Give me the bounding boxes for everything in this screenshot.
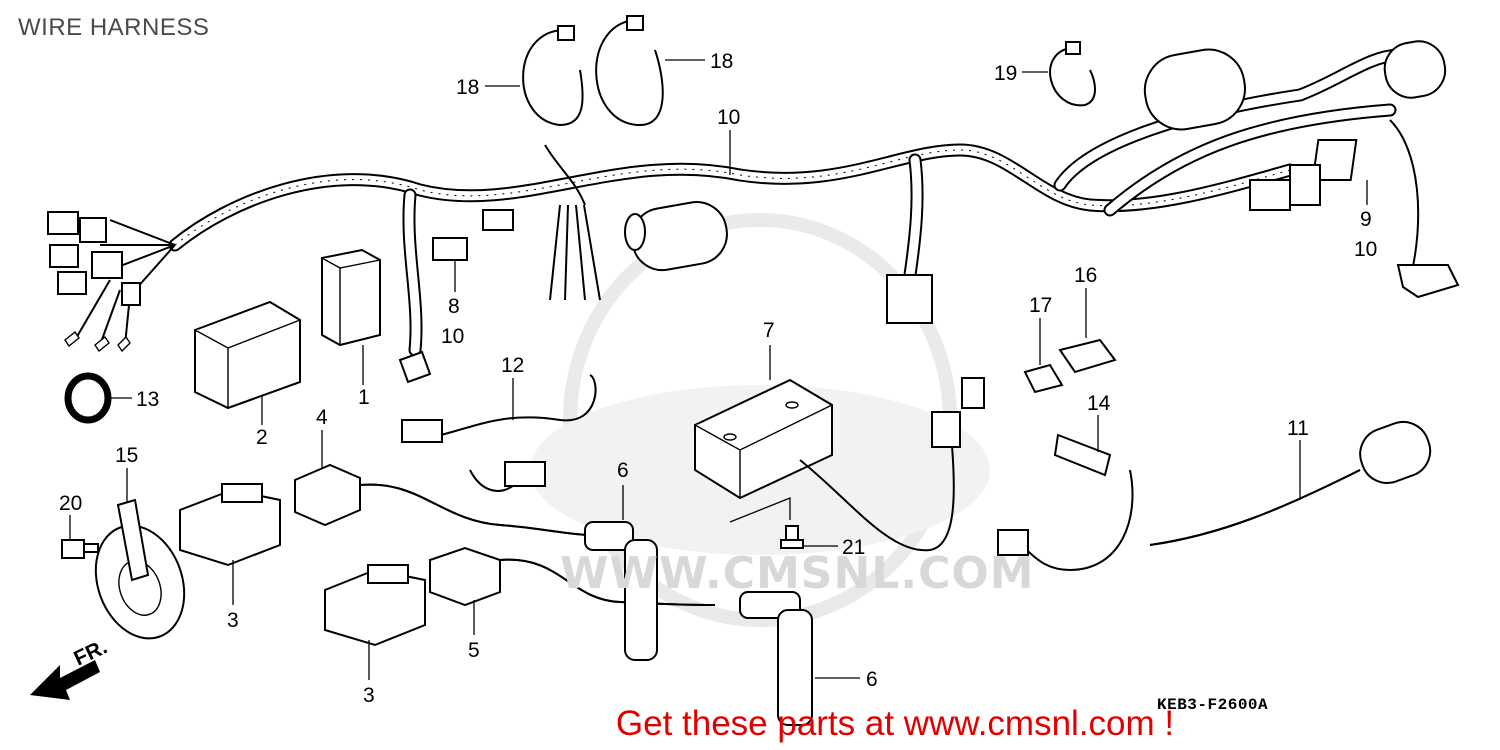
connector-16[interactable]	[1058, 338, 1117, 374]
callout-18-right: 18	[710, 50, 733, 73]
callout-18-left: 18	[456, 76, 479, 99]
callout-10-right: 10	[1354, 238, 1377, 261]
pulse-generator-3-lower[interactable]	[324, 564, 426, 647]
callout-7: 7	[763, 319, 775, 342]
harness-connector-middle[interactable]	[886, 274, 933, 324]
band-clamp-13[interactable]	[64, 372, 112, 424]
front-direction-arrow-icon: FR.	[30, 635, 111, 700]
callout-3-upper: 3	[227, 609, 239, 632]
band-clamp-19[interactable]	[1049, 41, 1096, 107]
callout-13: 13	[136, 388, 159, 411]
callout-2: 2	[256, 426, 268, 449]
callout-1: 1	[358, 386, 370, 409]
callout-14: 14	[1087, 392, 1111, 415]
spark-plug-cap-6-upper[interactable]	[584, 521, 658, 661]
ignition-coil-4[interactable]	[294, 463, 591, 536]
watermark-text: WWW.CMSNL.COM	[560, 548, 1035, 599]
relay-8[interactable]	[432, 209, 514, 261]
bolt-21[interactable]	[780, 525, 804, 549]
callout-15: 15	[115, 444, 138, 467]
callout-11: 11	[1287, 417, 1309, 440]
sub-harness-14[interactable]	[997, 433, 1134, 572]
callout-20: 20	[59, 492, 82, 515]
sub-harness-12[interactable]	[401, 374, 597, 492]
page-title: WIRE HARNESS	[18, 14, 210, 41]
ignition-coil-5[interactable]	[429, 546, 716, 607]
cdi-unit-2[interactable]	[194, 300, 301, 410]
sub-harness-11[interactable]	[1149, 415, 1437, 546]
callout-17: 17	[1029, 294, 1052, 317]
spark-plug-cap-6-lower[interactable]	[739, 591, 813, 726]
callout-6-lower: 6	[866, 668, 878, 691]
callout-6-upper: 6	[617, 459, 629, 482]
callout-4: 4	[316, 406, 328, 429]
harness-end-connector-right[interactable]	[1396, 264, 1460, 299]
callout-10-top: 10	[717, 106, 740, 129]
callout-9: 9	[1360, 208, 1372, 231]
callout-3-lower: 3	[363, 684, 375, 707]
control-unit-1[interactable]	[321, 248, 381, 347]
cta-line: Get these parts at www.cmsnl.com !	[0, 704, 1500, 744]
callout-19: 19	[994, 62, 1017, 85]
direction-label: FR.	[70, 635, 110, 670]
leader-lines	[69, 59, 1368, 680]
harness-connectors-left[interactable]	[47, 211, 141, 353]
horn-15[interactable]	[81, 498, 200, 651]
pulse-generator-3-upper[interactable]	[179, 483, 281, 567]
harness-connector-left-drop[interactable]	[398, 350, 432, 384]
diagram-code: KEB3-F2600A	[1157, 696, 1269, 714]
callout-12: 12	[501, 354, 524, 377]
callout-numbers: 1 2 3 3 4 5 6 6 7 8 9 10 10 10 11 12 13 …	[59, 50, 1377, 707]
callout-8: 8	[448, 295, 460, 318]
main-wire-harness[interactable]	[74, 48, 1420, 357]
band-clamp-18-left[interactable]	[522, 25, 584, 127]
cta-link[interactable]: Get these parts at www.cmsnl.com !	[615, 704, 1175, 743]
harness-can-center[interactable]	[624, 197, 732, 275]
callout-5: 5	[468, 639, 480, 662]
harness-can-right[interactable]	[1139, 37, 1449, 135]
callout-21: 21	[842, 536, 865, 559]
band-clamp-18-right[interactable]	[595, 15, 664, 127]
relay-9[interactable]	[1249, 139, 1358, 211]
callout-10-left: 10	[441, 325, 464, 348]
callout-16: 16	[1074, 264, 1097, 287]
bolt-20[interactable]	[61, 539, 99, 559]
connector-17[interactable]	[1023, 363, 1064, 394]
regulator-rectifier-7[interactable]	[694, 377, 985, 552]
